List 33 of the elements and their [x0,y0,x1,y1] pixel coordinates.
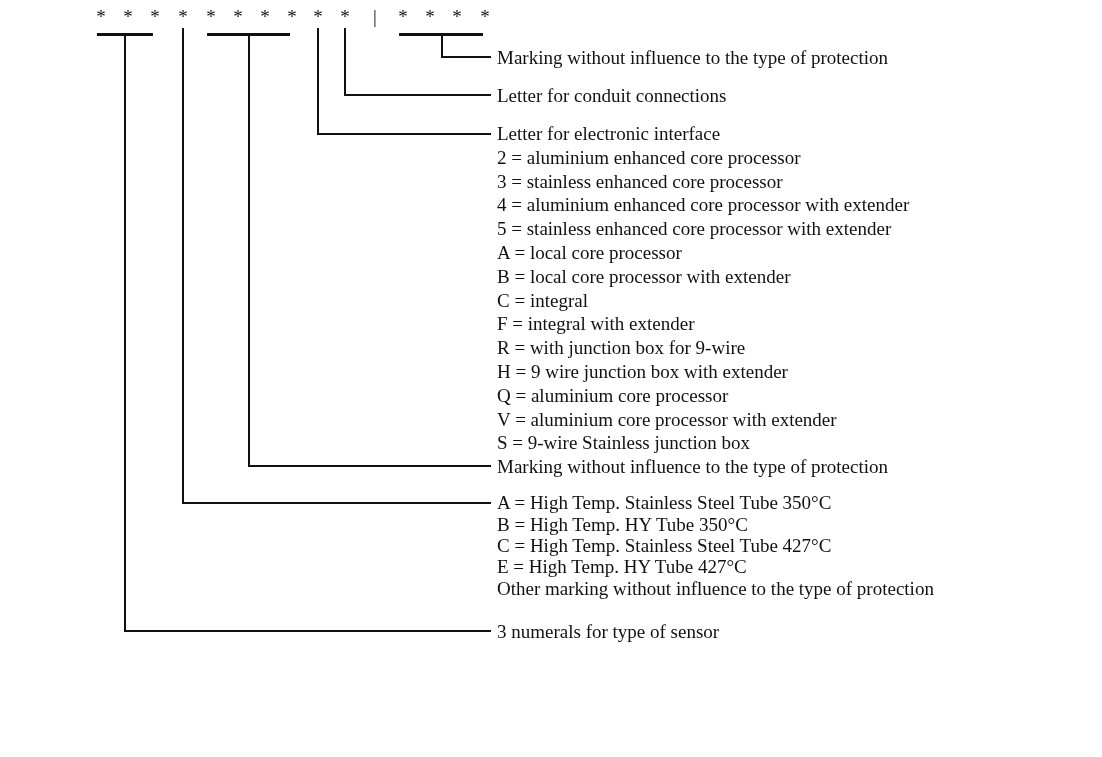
description-text: Letter for electronic interface [497,122,722,146]
leader-line [317,27,492,135]
option-text: 2 = aluminium enhanced core processor [497,145,802,170]
type-code: * * * * * * * * * * | * * * * [94,6,492,28]
option-text: V = aluminium core processor with extender [497,407,838,432]
bracket-bar [207,33,290,36]
option-text: Q = aluminium core processor [497,383,730,408]
option-text: C = High Temp. Stainless Steel Tube 427°C [497,534,833,557]
description-text: Marking without influence to the type of protection [497,455,888,477]
description-text: A = High Temp. Stainless Steel Tube 350°C [497,492,833,514]
option-text: E = High Temp. HY Tube 427°C [497,556,748,578]
leader-line [248,35,492,467]
option-text: F = integral with extender [497,312,696,337]
option-text: Other marking without influence to the type of protection [497,577,934,599]
option-text: S = 9-wire Stainless junction box [497,431,751,456]
leader-line [344,27,492,96]
description-text: 3 numerals for type of sensor [497,620,720,642]
description-text: Marking without influence to the type of protection [497,46,888,68]
option-text: 3 = stainless enhanced core processor [497,169,784,194]
option-text: 5 = stainless enhanced core processor with extender [497,217,893,242]
option-text: B = local core processor with extender [497,264,792,289]
bracket-bar [399,33,483,36]
option-text: H = 9 wire junction box with extender [497,360,789,384]
leader-line [441,35,492,58]
leader-line [182,27,492,504]
option-text: B = High Temp. HY Tube 350°C [497,513,749,535]
option-text: 4 = aluminium enhanced core processor with extender [497,193,910,218]
description-text: Letter for conduit connections [497,84,727,106]
option-text: A = local core processor [497,241,683,265]
bracket-bar [97,33,153,36]
option-text: C = integral [497,288,589,313]
option-text: R = with junction box for 9-wire [497,336,747,361]
leader-line [124,35,492,632]
